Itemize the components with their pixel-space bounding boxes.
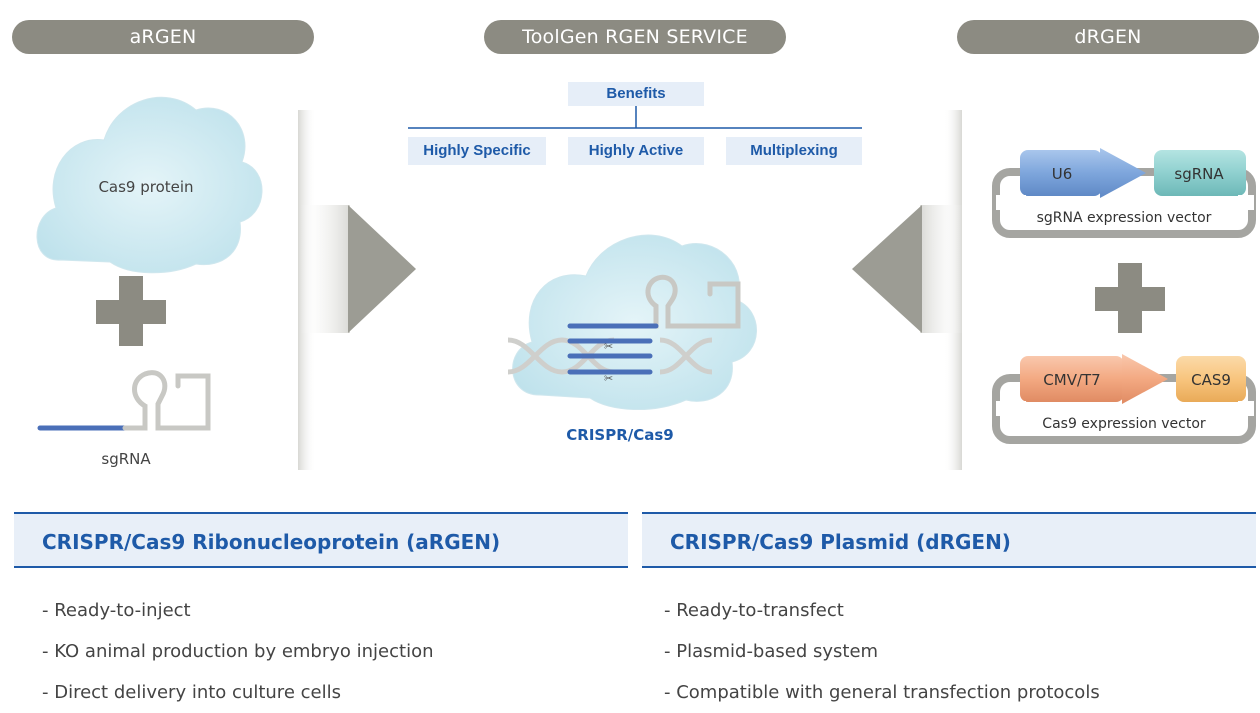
plus-icon-right [1095, 263, 1165, 333]
cas9-vector-icon [992, 354, 1256, 444]
cas9-gene-label: CAS9 [1191, 371, 1231, 389]
cas9-vector-caption: Cas9 expression vector [1042, 416, 1206, 432]
sgrna-vector-icon [992, 148, 1256, 238]
plus-icon-left [96, 276, 166, 346]
argen-panel-title: CRISPR/Cas9 Ribonucleoprotein (aRGEN) [14, 512, 628, 568]
benefit-multiplexing: Multiplexing [726, 137, 862, 165]
list-item: - Compatible with general transfection p… [664, 682, 1100, 703]
header-argen: aRGEN [12, 20, 314, 54]
left-arrow-icon [300, 205, 416, 333]
sgrna-label: sgRNA [101, 450, 151, 468]
cas9-protein-label: Cas9 protein [98, 178, 193, 196]
header-toolgen-rgen-service: ToolGen RGEN SERVICE [484, 20, 786, 54]
scissors-icon-1: ✂ [604, 340, 613, 353]
right-arrow-icon [852, 205, 964, 333]
u6-promoter-label: U6 [1052, 165, 1073, 183]
sgrna-icon [37, 370, 211, 431]
drgen-panel-title: CRISPR/Cas9 Plasmid (dRGEN) [642, 512, 1256, 568]
list-item: - Ready-to-transfect [664, 600, 844, 621]
list-item: - Plasmid-based system [664, 641, 879, 662]
crispr-cas9-cloud-icon [512, 234, 757, 411]
drgen-feature-list: - Ready-to-transfect - Plasmid-based sys… [664, 590, 1100, 713]
sgrna-in-complex-icon [567, 274, 741, 375]
benefit-highly-active: Highly Active [568, 137, 704, 165]
sgrna-vector-caption: sgRNA expression vector [1037, 210, 1212, 226]
cas9-protein-cloud-icon [36, 96, 263, 274]
crispr-cas9-label: CRISPR/Cas9 [566, 426, 673, 444]
list-item: - KO animal production by embryo injecti… [42, 641, 434, 662]
argen-feature-list: - Ready-to-inject - KO animal production… [42, 590, 434, 713]
cmv-t7-promoter-label: CMV/T7 [1043, 371, 1100, 389]
benefits-title: Benefits [568, 82, 704, 106]
list-item: - Ready-to-inject [42, 600, 191, 621]
scissors-icon-2: ✂ [604, 372, 613, 385]
dna-helix-icon [507, 337, 713, 375]
header-drgen: dRGEN [957, 20, 1259, 54]
list-item: - Direct delivery into culture cells [42, 682, 341, 703]
benefit-highly-specific: Highly Specific [408, 137, 546, 165]
sgrna-gene-label: sgRNA [1174, 165, 1224, 183]
